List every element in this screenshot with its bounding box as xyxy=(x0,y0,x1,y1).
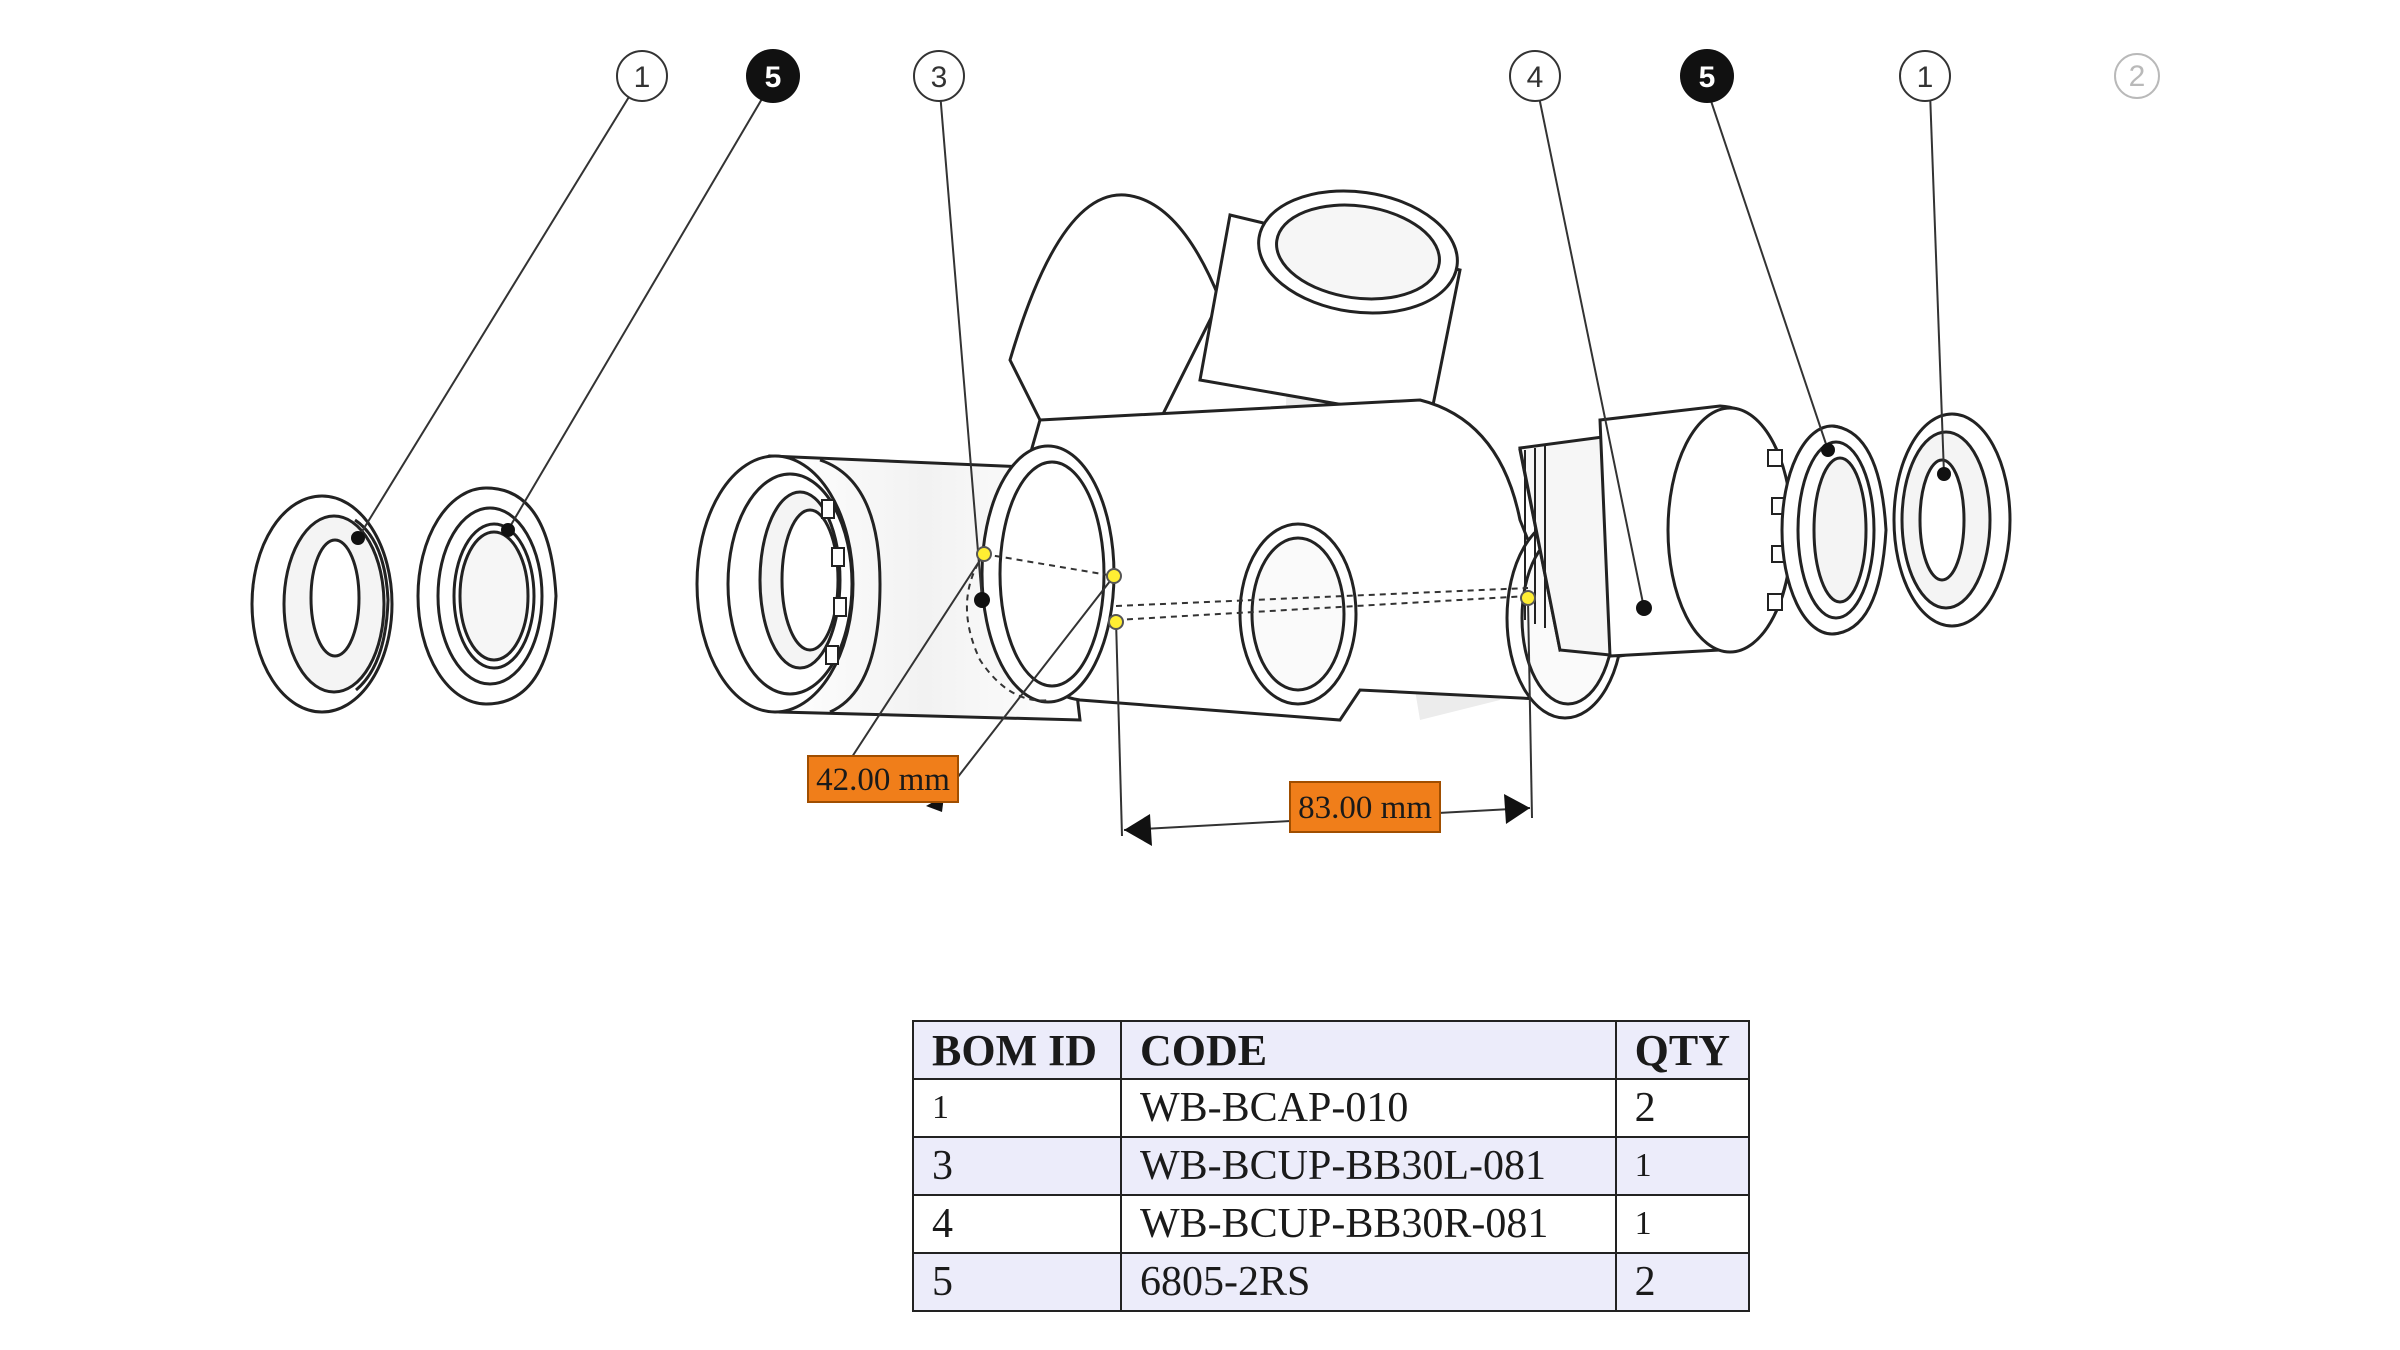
measure-point[interactable] xyxy=(1520,590,1536,606)
leader-endpoints xyxy=(351,443,1951,616)
dimension-42mm[interactable]: 42.00 mm xyxy=(807,546,1122,812)
bom-cell-qty: 1 xyxy=(1614,1194,1751,1254)
bom-header-id: BOM ID xyxy=(912,1020,1122,1080)
bom-cell-code: WB-BCUP-BB30L-081 xyxy=(1120,1136,1617,1196)
measure-point[interactable] xyxy=(1108,614,1124,630)
bearing-cap-right xyxy=(1892,412,2012,628)
balloon-2-faded[interactable]: 2 xyxy=(2114,53,2160,99)
leader-lines xyxy=(357,91,1945,609)
table-row[interactable]: 5 6805-2RS 2 xyxy=(912,1252,1751,1312)
svg-text:1: 1 xyxy=(1917,61,1934,94)
extension-line xyxy=(1115,619,1123,837)
extension-line xyxy=(1527,599,1533,819)
bom-cell-qty: 2 xyxy=(1614,1252,1751,1312)
dimension-arrow-right xyxy=(1504,794,1530,824)
balloon-5-right[interactable]: 5 xyxy=(1680,49,1734,103)
table-row[interactable]: 3 WB-BCUP-BB30L-081 1 xyxy=(912,1136,1751,1196)
bb-cup-right xyxy=(1518,404,1794,658)
bom-cell-id: 4 xyxy=(912,1194,1122,1254)
bearing-right xyxy=(1780,424,1888,636)
bom-header-code: CODE xyxy=(1120,1020,1617,1080)
balloon-4[interactable]: 4 xyxy=(1509,50,1561,102)
bom-cell-code: WB-BCUP-BB30R-081 xyxy=(1120,1194,1617,1254)
table-row[interactable]: 4 WB-BCUP-BB30R-081 1 xyxy=(912,1194,1751,1254)
dimension-label: 83.00 mm xyxy=(1298,790,1432,826)
measure-arc xyxy=(965,553,1051,702)
bom-cell-qty: 2 xyxy=(1614,1078,1751,1138)
bom-cell-id: 1 xyxy=(912,1078,1122,1138)
balloon-1-left[interactable]: 1 xyxy=(616,50,668,102)
dimension-label-box xyxy=(1289,781,1441,833)
dimension-label-box xyxy=(807,755,959,803)
bearing-left xyxy=(416,486,558,706)
extension-line xyxy=(939,575,1115,801)
balloon-3[interactable]: 3 xyxy=(913,50,965,102)
balloon-1-right[interactable]: 1 xyxy=(1899,50,1951,102)
svg-text:1: 1 xyxy=(634,61,651,94)
bom-cell-code: WB-BCAP-010 xyxy=(1120,1078,1617,1138)
bearing-cap-left xyxy=(250,494,394,714)
svg-text:4: 4 xyxy=(1527,61,1544,94)
dimension-83mm[interactable]: 83.00 mm xyxy=(1108,587,1536,846)
bom-table: BOM ID CODE QTY 1 WB-BCAP-010 2 3 WB-BCU… xyxy=(912,1020,1751,1312)
bom-cell-code: 6805-2RS xyxy=(1120,1252,1617,1312)
svg-text:3: 3 xyxy=(931,61,948,94)
dimension-label: 42.00 mm xyxy=(816,762,950,798)
table-row[interactable]: 1 WB-BCAP-010 2 xyxy=(912,1078,1751,1138)
measure-dashed-line xyxy=(1115,587,1529,621)
dimension-arrow-left xyxy=(1124,814,1152,846)
bom-cell-qty: 1 xyxy=(1614,1136,1751,1196)
measure-point[interactable] xyxy=(1106,568,1122,584)
bom-header-qty: QTY xyxy=(1614,1020,1751,1080)
svg-text:5: 5 xyxy=(1699,61,1716,94)
bom-header-row: BOM ID CODE QTY xyxy=(912,1020,1751,1080)
measure-point[interactable] xyxy=(976,546,992,562)
svg-text:2: 2 xyxy=(2129,60,2146,93)
balloon-5-left[interactable]: 5 xyxy=(746,49,800,103)
extension-line xyxy=(849,553,985,761)
bom-cell-id: 5 xyxy=(912,1252,1122,1312)
svg-text:5: 5 xyxy=(765,61,782,94)
bom-cell-id: 3 xyxy=(912,1136,1122,1196)
